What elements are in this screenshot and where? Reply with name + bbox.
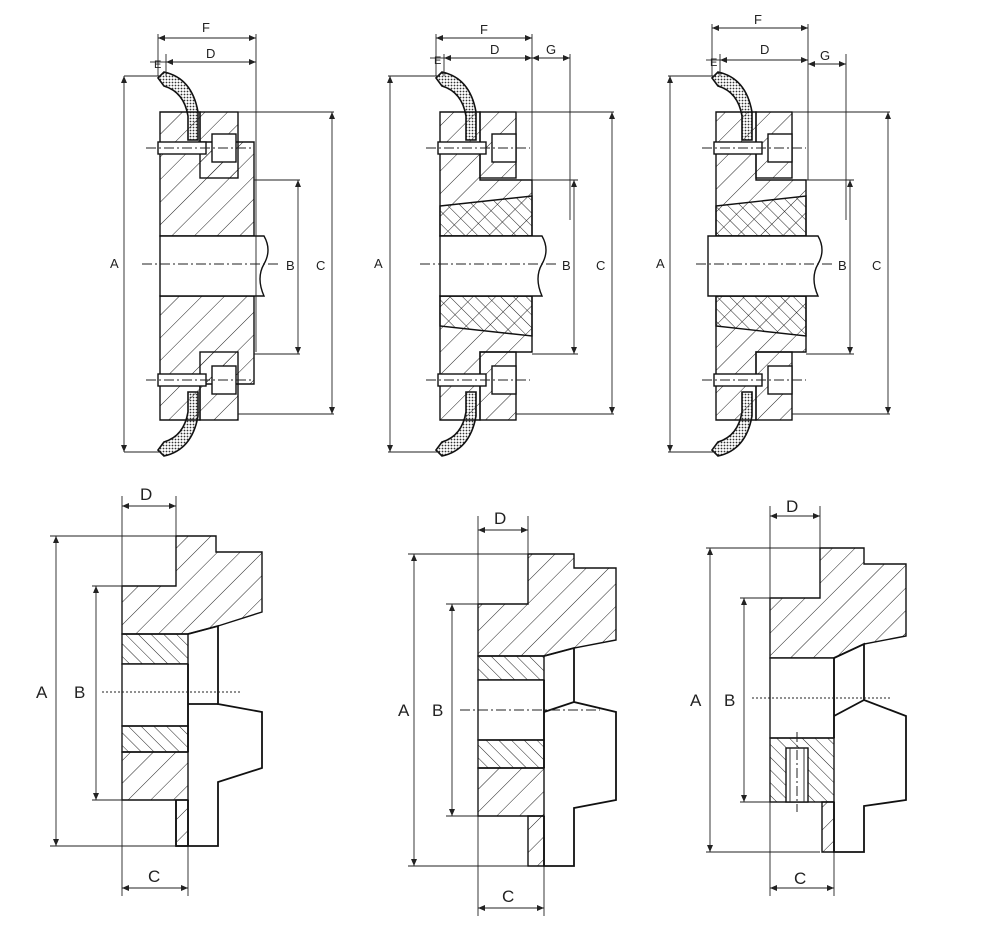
bottom-drawing-2 — [408, 516, 617, 916]
label-B-5: B — [432, 701, 443, 720]
label-G-2: G — [546, 42, 556, 57]
sprocket-upper-3 — [769, 547, 907, 659]
label-B-1: B — [286, 258, 295, 273]
label-A-3: A — [656, 256, 665, 271]
top-drawing-3 — [667, 24, 891, 457]
label-E-1: E — [154, 59, 161, 71]
label-B-4: B — [74, 683, 85, 702]
sprocket-upper — [121, 535, 263, 635]
label-E-3: E — [710, 57, 717, 69]
label-E-2: E — [434, 55, 441, 67]
label-D-6: D — [786, 497, 798, 516]
label-A-1: A — [110, 256, 119, 271]
tooth-bottom — [175, 799, 189, 847]
bush-upper — [121, 633, 189, 665]
bush-upper-2 — [477, 655, 545, 681]
label-F-3: F — [754, 12, 762, 27]
bottom-drawing-1 — [50, 496, 263, 896]
bush-lower — [121, 725, 189, 753]
label-A-4: A — [36, 683, 48, 702]
shaft-3 — [707, 235, 823, 297]
sprocket-upper-2 — [477, 553, 617, 657]
shaft-2 — [439, 235, 547, 297]
bore-gap — [121, 663, 189, 727]
tooth-bottom-3 — [821, 801, 835, 853]
label-A-2: A — [374, 256, 383, 271]
label-C-5: C — [502, 887, 514, 906]
label-D-3: D — [760, 42, 769, 57]
tooth-bottom-2 — [527, 815, 545, 867]
label-B-3: B — [838, 258, 847, 273]
bush-lower-2 — [477, 739, 545, 769]
label-F-2: F — [480, 22, 488, 37]
sprocket-lower-2 — [477, 767, 545, 817]
top-drawing-2 — [387, 34, 615, 457]
label-C-1: C — [316, 258, 325, 273]
bottom-drawing-3 — [706, 506, 907, 896]
label-B-2: B — [562, 258, 571, 273]
label-G-3: G — [820, 48, 830, 63]
shaft — [159, 235, 269, 297]
label-A-5: A — [398, 701, 410, 720]
label-C-3: C — [872, 258, 881, 273]
label-B-6: B — [724, 691, 735, 710]
sprocket-lower — [121, 751, 189, 801]
label-D-2: D — [490, 42, 499, 57]
outline-right — [187, 624, 263, 847]
label-F-1: F — [202, 20, 210, 35]
label-D-4: D — [140, 485, 152, 504]
top-drawing-1 — [121, 34, 335, 457]
label-D-1: D — [206, 46, 215, 61]
label-D-5: D — [494, 509, 506, 528]
label-C-6: C — [794, 869, 806, 888]
label-A-6: A — [690, 691, 702, 710]
label-C-4: C — [148, 867, 160, 886]
label-C-2: C — [596, 258, 605, 273]
